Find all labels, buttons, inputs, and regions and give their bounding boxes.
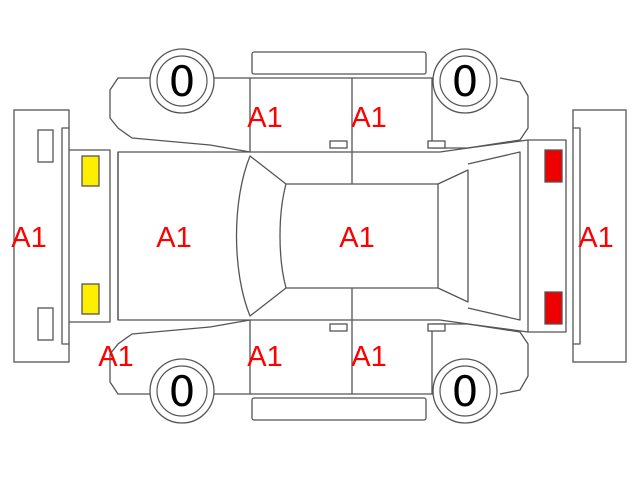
- grade-front-door-bottom: A1: [247, 341, 282, 373]
- bottom-rear-door-handle: [427, 323, 446, 332]
- grade-hood: A1: [156, 222, 191, 254]
- bottom-side-skirt: [251, 397, 427, 421]
- tire-front-top: 0: [149, 48, 215, 114]
- trunk-lid: [467, 151, 521, 321]
- grade-front-door-top: A1: [247, 102, 282, 134]
- front-bumper: [13, 109, 70, 363]
- tire-rear-top: 0: [432, 48, 498, 114]
- taillight-bottom: [544, 291, 563, 325]
- tire-rear-bottom: 0: [432, 358, 498, 424]
- grade-rear-bumper: A1: [578, 222, 613, 254]
- top-side-skirt: [251, 51, 427, 75]
- grade-rear-door-top: A1: [351, 102, 386, 134]
- grade-rear-door-bottom: A1: [351, 341, 386, 373]
- front-bumper-bracket: [69, 149, 111, 323]
- bottom-door-seams: [249, 320, 468, 394]
- bottom-side-outline: [109, 319, 529, 395]
- top-front-door-handle: [329, 140, 348, 149]
- bottom-front-door-handle: [329, 323, 348, 332]
- top-rear-door-handle: [427, 140, 446, 149]
- top-side-outline: [109, 77, 529, 153]
- grade-front-bumper: A1: [11, 222, 46, 254]
- tire-rear-top-value: 0: [452, 57, 479, 106]
- taillight-top: [544, 149, 563, 183]
- tire-front-bottom: 0: [149, 358, 215, 424]
- tire-front-bottom-value: 0: [169, 367, 196, 416]
- tire-rear-bottom-value: 0: [452, 367, 479, 416]
- rear-bumper-bracket: [528, 139, 567, 333]
- roof-outline: [286, 183, 439, 289]
- rear-bumper: [572, 109, 627, 363]
- tire-front-top-value: 0: [169, 57, 196, 106]
- rear-window: [437, 169, 469, 303]
- headlight-bottom: [81, 283, 100, 315]
- grade-roof: A1: [339, 222, 374, 254]
- grade-front-fender-bottom: A1: [98, 341, 133, 373]
- windshield: [235, 155, 287, 317]
- headlight-top: [81, 155, 100, 187]
